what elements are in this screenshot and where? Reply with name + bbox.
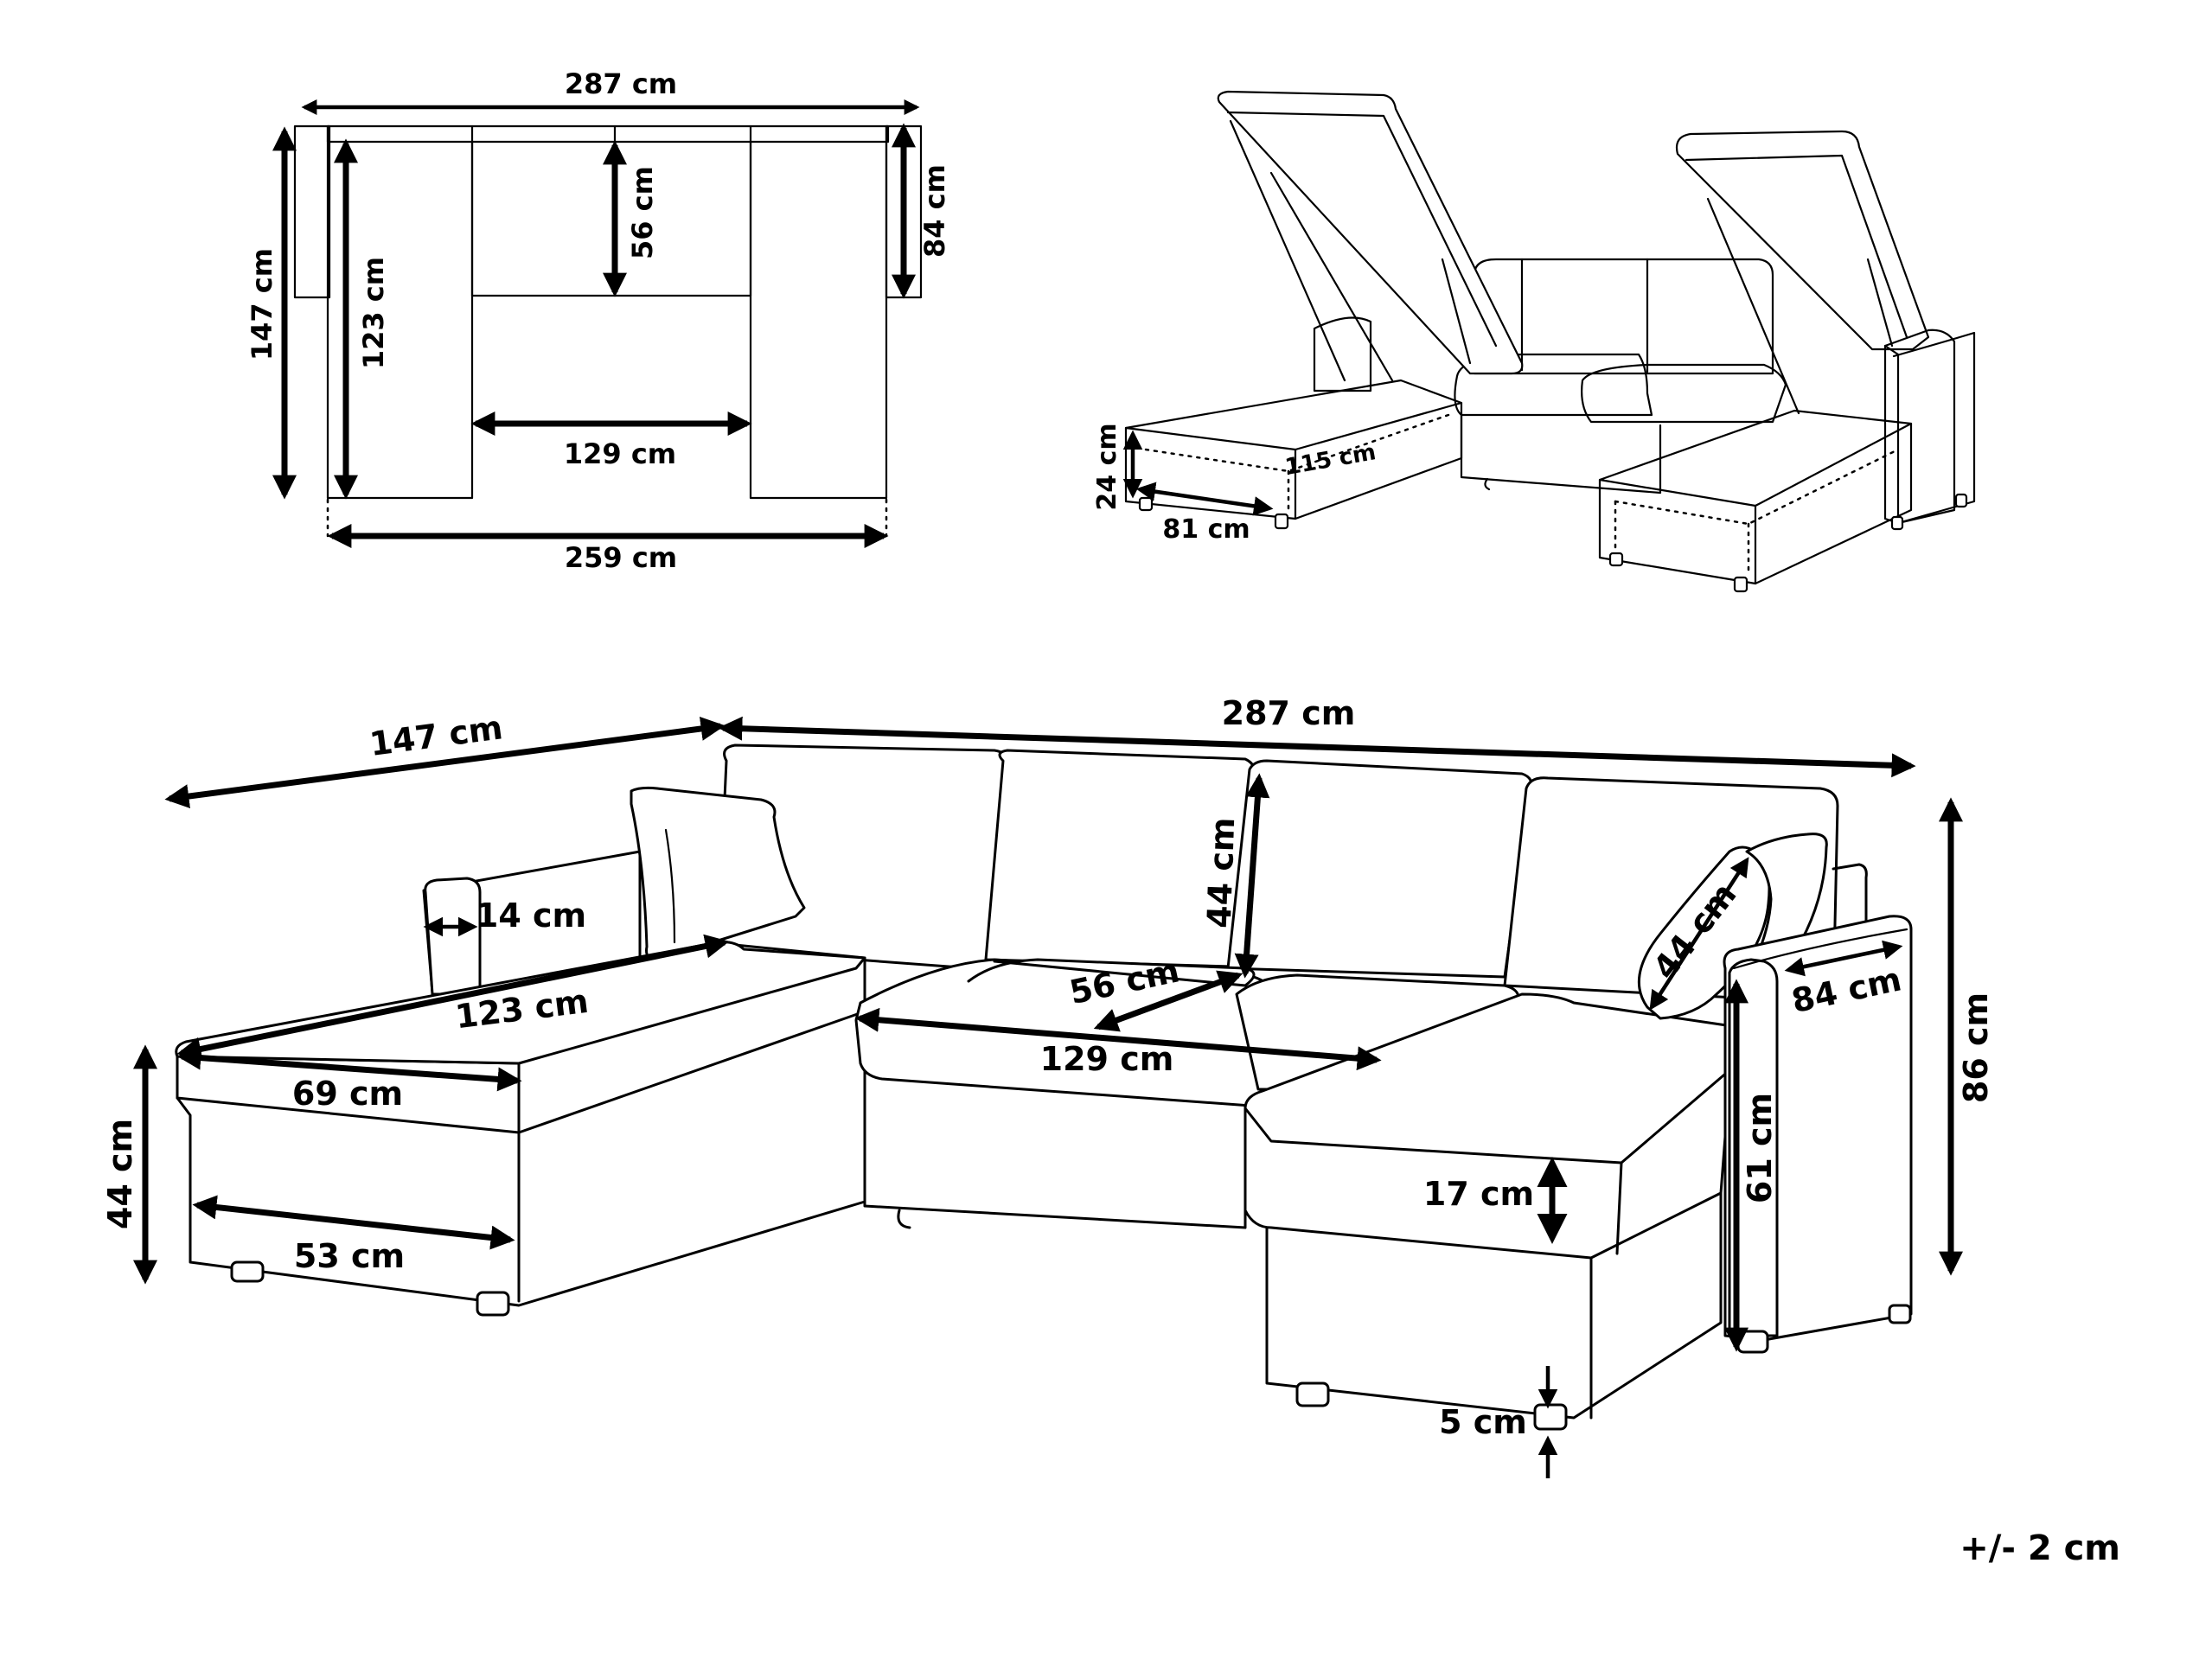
front-chaise-width-arrow — [176, 1045, 522, 1092]
front-pillow-arrow — [1649, 857, 1749, 1011]
front-chaise-length-arrow — [176, 934, 730, 1062]
front-inner-chaise-label: 53 cm — [294, 1237, 405, 1275]
storage-view: 24 cm 115 cm 81 cm — [1092, 90, 1976, 593]
front-arm-height-label: 61 cm — [1741, 1093, 1779, 1203]
plan-inner-width-label: 129 cm — [564, 437, 676, 470]
plan-width-label: 287 cm — [565, 67, 677, 100]
front-backrest-height-label: 44 cm — [1200, 817, 1242, 929]
front-width-label: 287 cm — [1222, 694, 1356, 732]
front-inner-chaise-arrow — [192, 1195, 515, 1250]
storage-height-label: 24 cm — [1092, 423, 1122, 510]
front-sofa-illustration — [175, 743, 1913, 1431]
front-arm-width-label: 14 cm — [476, 896, 586, 935]
plan-depth-label: 147 cm — [246, 248, 278, 361]
front-width-arrow — [718, 716, 1916, 778]
front-cushion-thickness-label: 17 cm — [1423, 1175, 1534, 1213]
storage-width-arrow — [1135, 482, 1274, 516]
front-view: 147 cm 287 cm 14 cm 123 cm 69 cm 44 cm 5… — [101, 694, 1995, 1478]
front-seat-width-arrow — [854, 1007, 1382, 1071]
storage-length-label: 115 cm — [1283, 439, 1378, 481]
plan-arm-depth-label: 84 cm — [918, 164, 951, 258]
front-arm-depth-arrow — [1784, 940, 1903, 977]
storage-width-label: 81 cm — [1162, 514, 1250, 545]
front-seat-width-label: 129 cm — [1040, 1040, 1174, 1078]
plan-base-width-label: 259 cm — [565, 541, 677, 574]
storage-sofa-illustration — [1124, 90, 1976, 593]
tolerance-note: +/- 2 cm — [1959, 1528, 2120, 1568]
front-seat-height-label: 44 cm — [101, 1119, 139, 1229]
front-leg-height-label: 5 cm — [1439, 1403, 1527, 1441]
top-plan-view: 287 cm 147 cm 123 cm 56 cm 84 cm 129 cm … — [246, 67, 951, 574]
front-backrest-height-arrow — [1234, 773, 1270, 979]
front-chaise-width-label: 69 cm — [292, 1075, 403, 1113]
plan-seat-depth-label: 56 cm — [626, 166, 659, 259]
plan-chaise-label: 123 cm — [357, 257, 390, 369]
front-total-height-label: 86 cm — [1957, 992, 1995, 1103]
front-chaise-depth-arrow — [164, 717, 726, 808]
